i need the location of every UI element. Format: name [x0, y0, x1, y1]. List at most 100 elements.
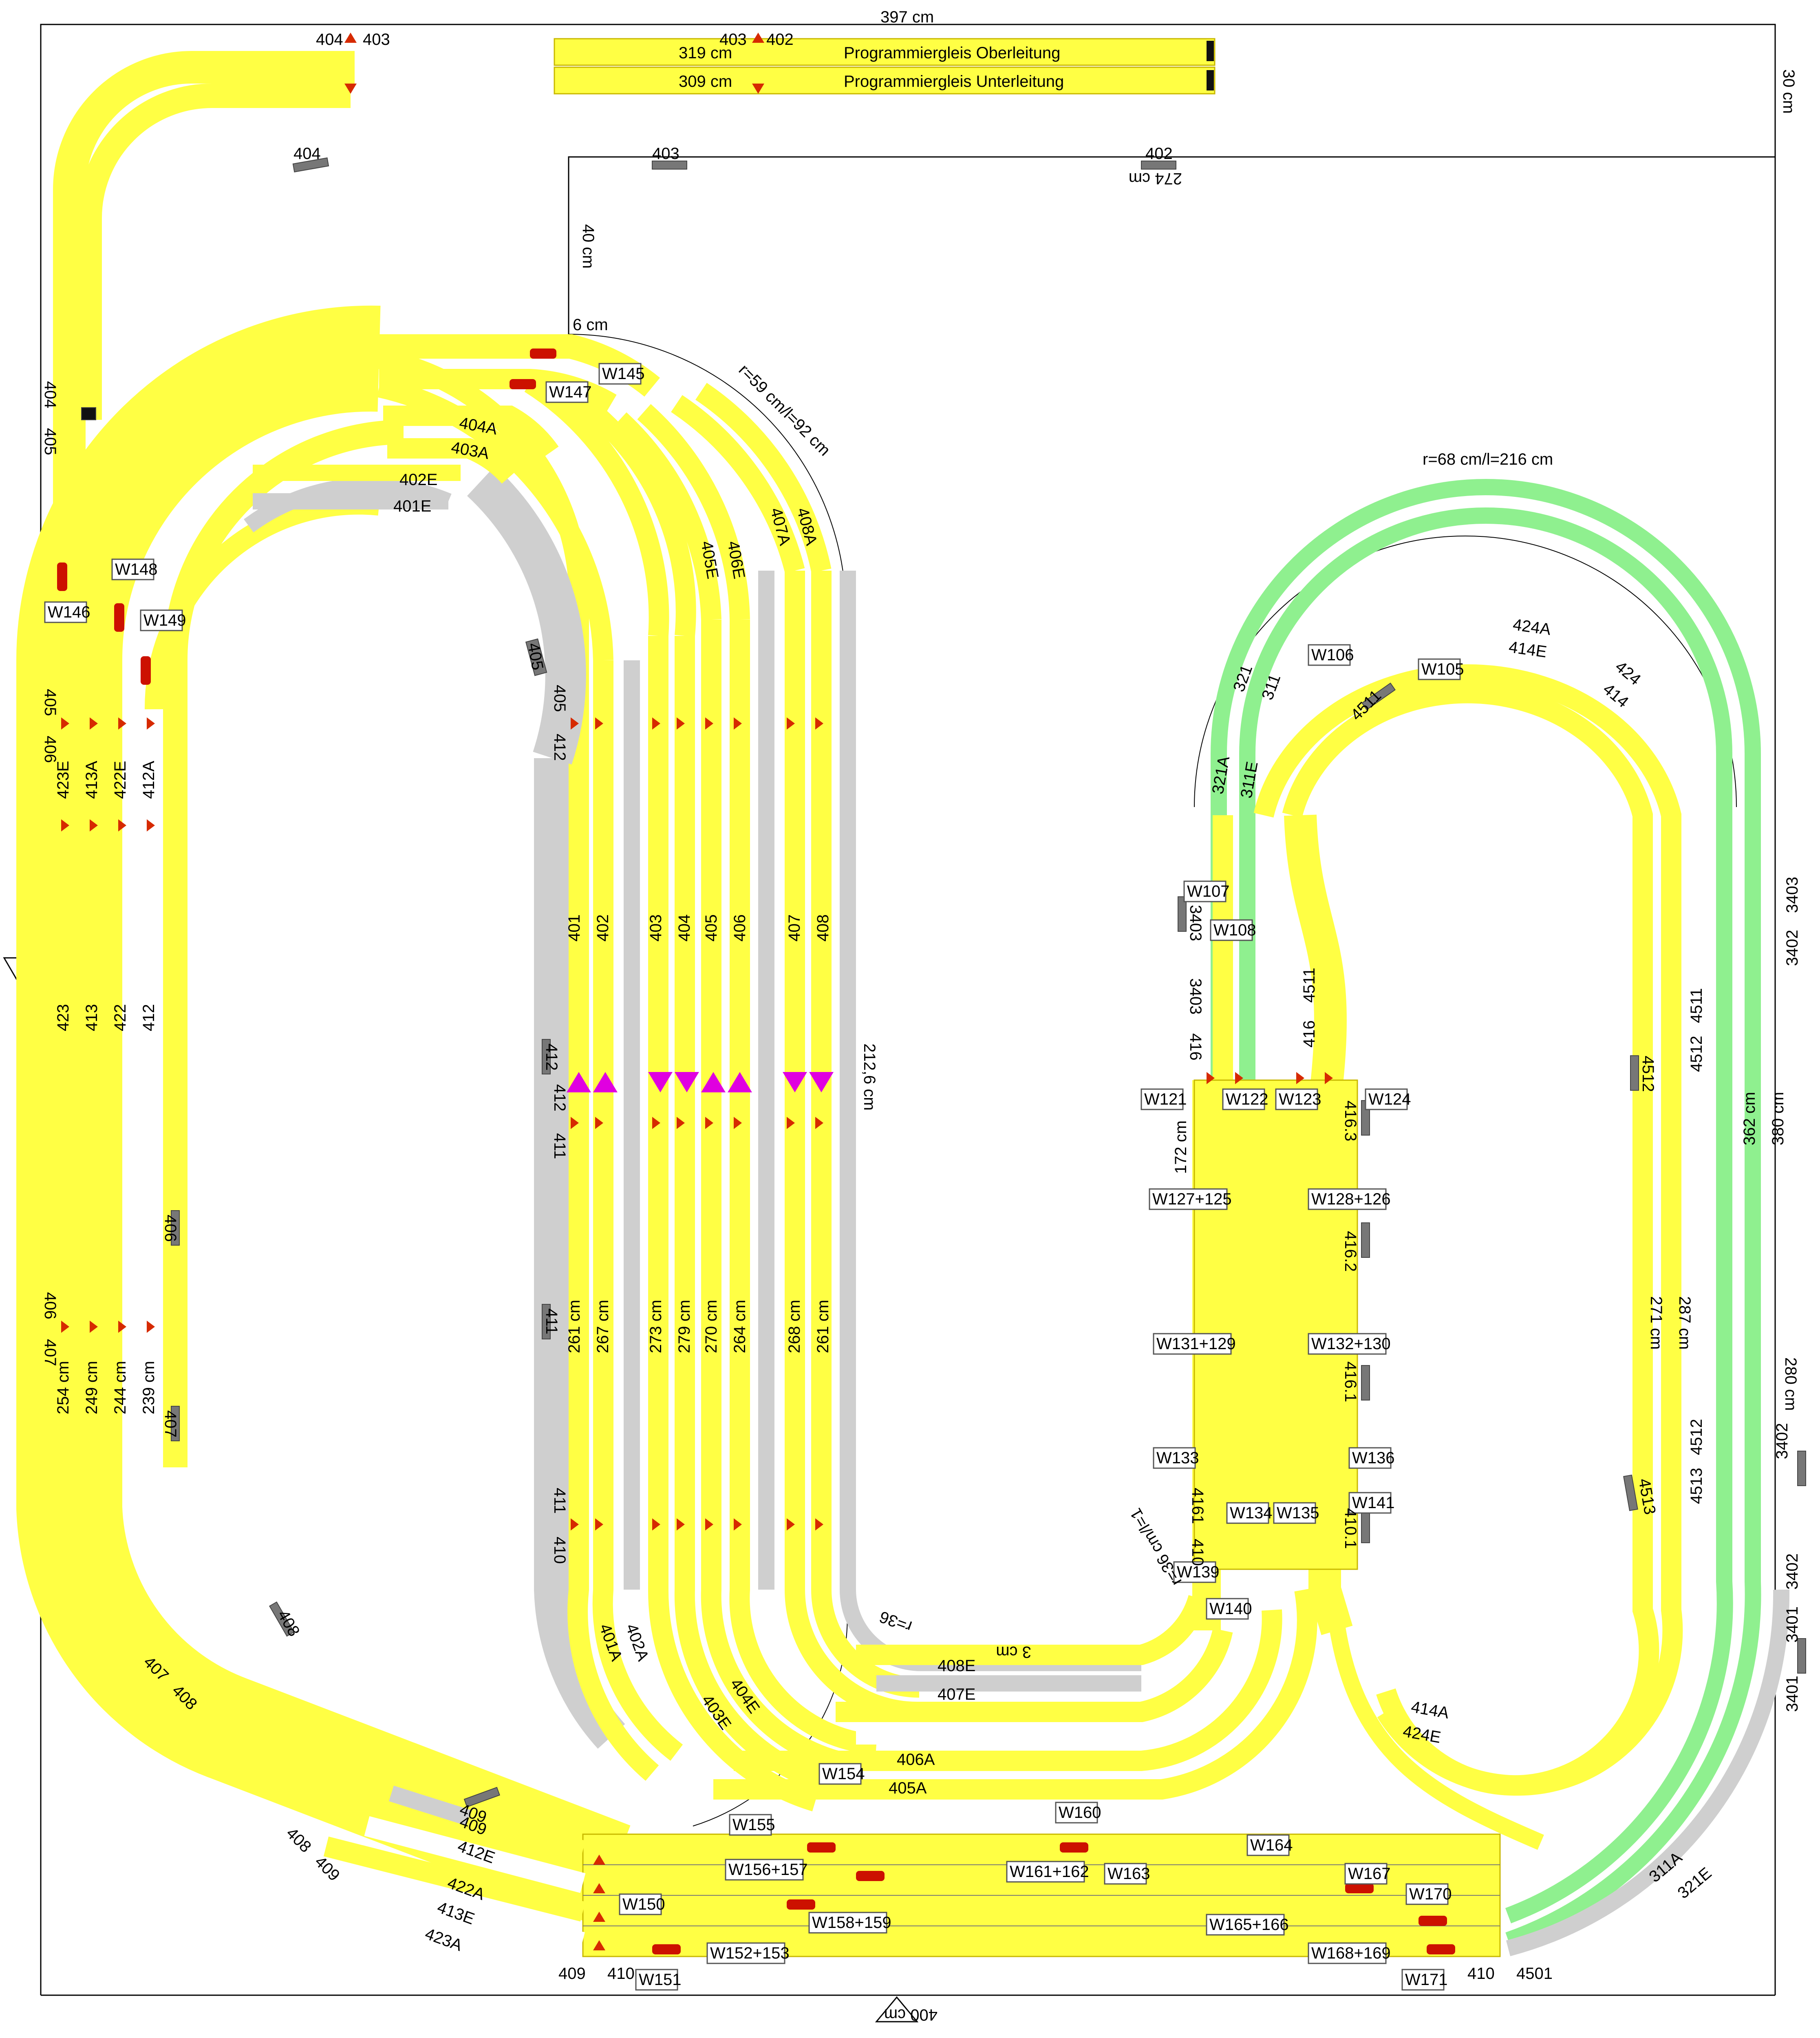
main-track-403: 403	[647, 914, 665, 942]
join-416-4511-b: 4511	[1300, 968, 1318, 1003]
join-404-405-b: 405	[41, 428, 59, 455]
join-405-412-a: 405	[551, 685, 569, 712]
main-track-408: 408	[814, 914, 832, 942]
join-404-403-a: 404	[316, 31, 343, 49]
switch-w122: W122	[1222, 1088, 1268, 1110]
join-411-410-a: 411	[551, 1488, 569, 1514]
join-409-410-b: 410	[607, 1965, 635, 1983]
join-4513-4512-a: 4513	[1688, 1468, 1705, 1504]
join-3403-416-b: 416	[1187, 1033, 1205, 1061]
right-yellow-loop	[1192, 664, 1683, 1850]
switch-w121: W121	[1141, 1088, 1187, 1110]
switch-w139: W139	[1173, 1561, 1220, 1583]
svg-text:W127+125: W127+125	[1152, 1190, 1232, 1208]
join-4513-4512-b: 4512	[1688, 1419, 1705, 1455]
seg-424: 424	[1612, 657, 1644, 689]
switch-w146: W146	[44, 601, 90, 623]
svg-text:W150: W150	[622, 1895, 665, 1913]
join-416-4511-a: 416	[1300, 1020, 1318, 1048]
join-405-406-a: 405	[41, 689, 59, 716]
dim-width-top: 397 cm	[880, 8, 934, 26]
dim-212: 212,6 cm	[860, 1043, 878, 1111]
join-406-407-b: 407	[41, 1339, 59, 1366]
svg-text:W168+169: W168+169	[1311, 1944, 1391, 1962]
block-404: 404	[293, 145, 321, 163]
switch-w155: W155	[729, 1814, 775, 1836]
svg-text:W164: W164	[1250, 1836, 1293, 1854]
svg-text:W135: W135	[1277, 1504, 1319, 1522]
left-top-423E: 423E	[54, 761, 72, 799]
block-405: 405	[524, 642, 547, 671]
dim-inner-width: 274 cm	[1129, 170, 1182, 187]
join-403-402-b: 402	[766, 31, 794, 49]
block-402: 402	[1145, 145, 1173, 163]
main-len-268: 268 cm	[785, 1300, 803, 1353]
switch-w134: W134	[1226, 1502, 1273, 1524]
seg-406A: 406A	[897, 1751, 935, 1769]
switch-w136: W136	[1348, 1447, 1395, 1469]
main-len-279: 279 cm	[675, 1300, 693, 1353]
right-len-380: 380 cm	[1769, 1092, 1787, 1145]
dim-280: 280 cm	[1782, 1357, 1800, 1411]
switch-w145: W145	[598, 363, 645, 385]
svg-text:W147: W147	[549, 383, 592, 401]
dim-inner-gap: 6 cm	[573, 316, 608, 334]
svg-text:W131+129: W131+129	[1156, 1335, 1236, 1353]
join-412-411-a: 412	[551, 1084, 569, 1112]
block-3402: 3402	[1773, 1423, 1791, 1459]
left-top-413A: 413A	[83, 761, 101, 799]
svg-text:W121: W121	[1144, 1090, 1187, 1108]
switch-w156-157: W156+157	[725, 1859, 808, 1881]
left-len-249: 249 cm	[83, 1361, 101, 1414]
block-4512: 4512	[1639, 1056, 1657, 1092]
svg-text:W128+126: W128+126	[1311, 1190, 1391, 1208]
svg-text:W152+153: W152+153	[710, 1944, 790, 1962]
seg-401E: 401E	[393, 497, 431, 515]
block-416-3: 416.3	[1341, 1101, 1359, 1141]
main-len-264: 264 cm	[731, 1300, 749, 1353]
join-4161-410-b: 410	[1189, 1539, 1207, 1566]
svg-text:W151: W151	[639, 1971, 682, 1989]
block-sensors	[81, 157, 1806, 1808]
svg-text:W171: W171	[1405, 1971, 1448, 1989]
switch-w128-126: W128+126	[1308, 1188, 1391, 1210]
join-410-4501-b: 4501	[1516, 1965, 1553, 1983]
right-green-loop	[1211, 479, 1790, 1956]
svg-text:W140: W140	[1209, 1600, 1252, 1618]
svg-text:W160: W160	[1059, 1804, 1101, 1822]
join-404-403-b: 403	[363, 31, 390, 49]
block-412: 412	[543, 1043, 560, 1071]
dim-inner-height: 40 cm	[579, 224, 597, 269]
switch-w158-159: W158+159	[808, 1912, 891, 1934]
svg-text:W163: W163	[1107, 1865, 1150, 1883]
left-track-412: 412	[140, 1004, 158, 1031]
left-len-254: 254 cm	[54, 1361, 72, 1414]
left-track-413: 413	[83, 1004, 101, 1031]
dim-arrow-bottom	[875, 1996, 919, 2023]
locomotives	[57, 348, 1455, 1954]
switch-w132-130: W132+130	[1308, 1333, 1391, 1355]
left-track-labels: 423 413 422 412 254 cm 249 cm 244 cm 239…	[54, 761, 158, 1414]
switch-w148: W148	[111, 558, 158, 580]
svg-text:W134: W134	[1230, 1504, 1273, 1522]
switch-w163: W163	[1104, 1863, 1150, 1885]
left-len-239: 239 cm	[140, 1361, 158, 1414]
switch-w160: W160	[1055, 1802, 1101, 1824]
seg-414E: 414E	[1508, 638, 1548, 661]
switch-w106: W106	[1308, 644, 1354, 666]
left-track-423: 423	[54, 1004, 72, 1031]
join-404-405-a: 404	[41, 381, 59, 408]
block-416-1: 416.1	[1341, 1361, 1359, 1402]
svg-text:W108: W108	[1213, 921, 1256, 939]
join-3403-416-a: 3403	[1187, 978, 1205, 1015]
left-top-412A: 412A	[140, 761, 158, 799]
join-410-4501-a: 410	[1467, 1965, 1495, 1983]
switch-w154: W154	[818, 1763, 865, 1785]
block-403: 403	[652, 145, 679, 163]
join-408-409-a: 408	[283, 1824, 315, 1856]
switch-w131-129: W131+129	[1153, 1333, 1236, 1355]
svg-text:W122: W122	[1226, 1090, 1268, 1108]
join-3401: 3401	[1783, 1676, 1801, 1712]
block-3403: 3403	[1187, 905, 1205, 941]
